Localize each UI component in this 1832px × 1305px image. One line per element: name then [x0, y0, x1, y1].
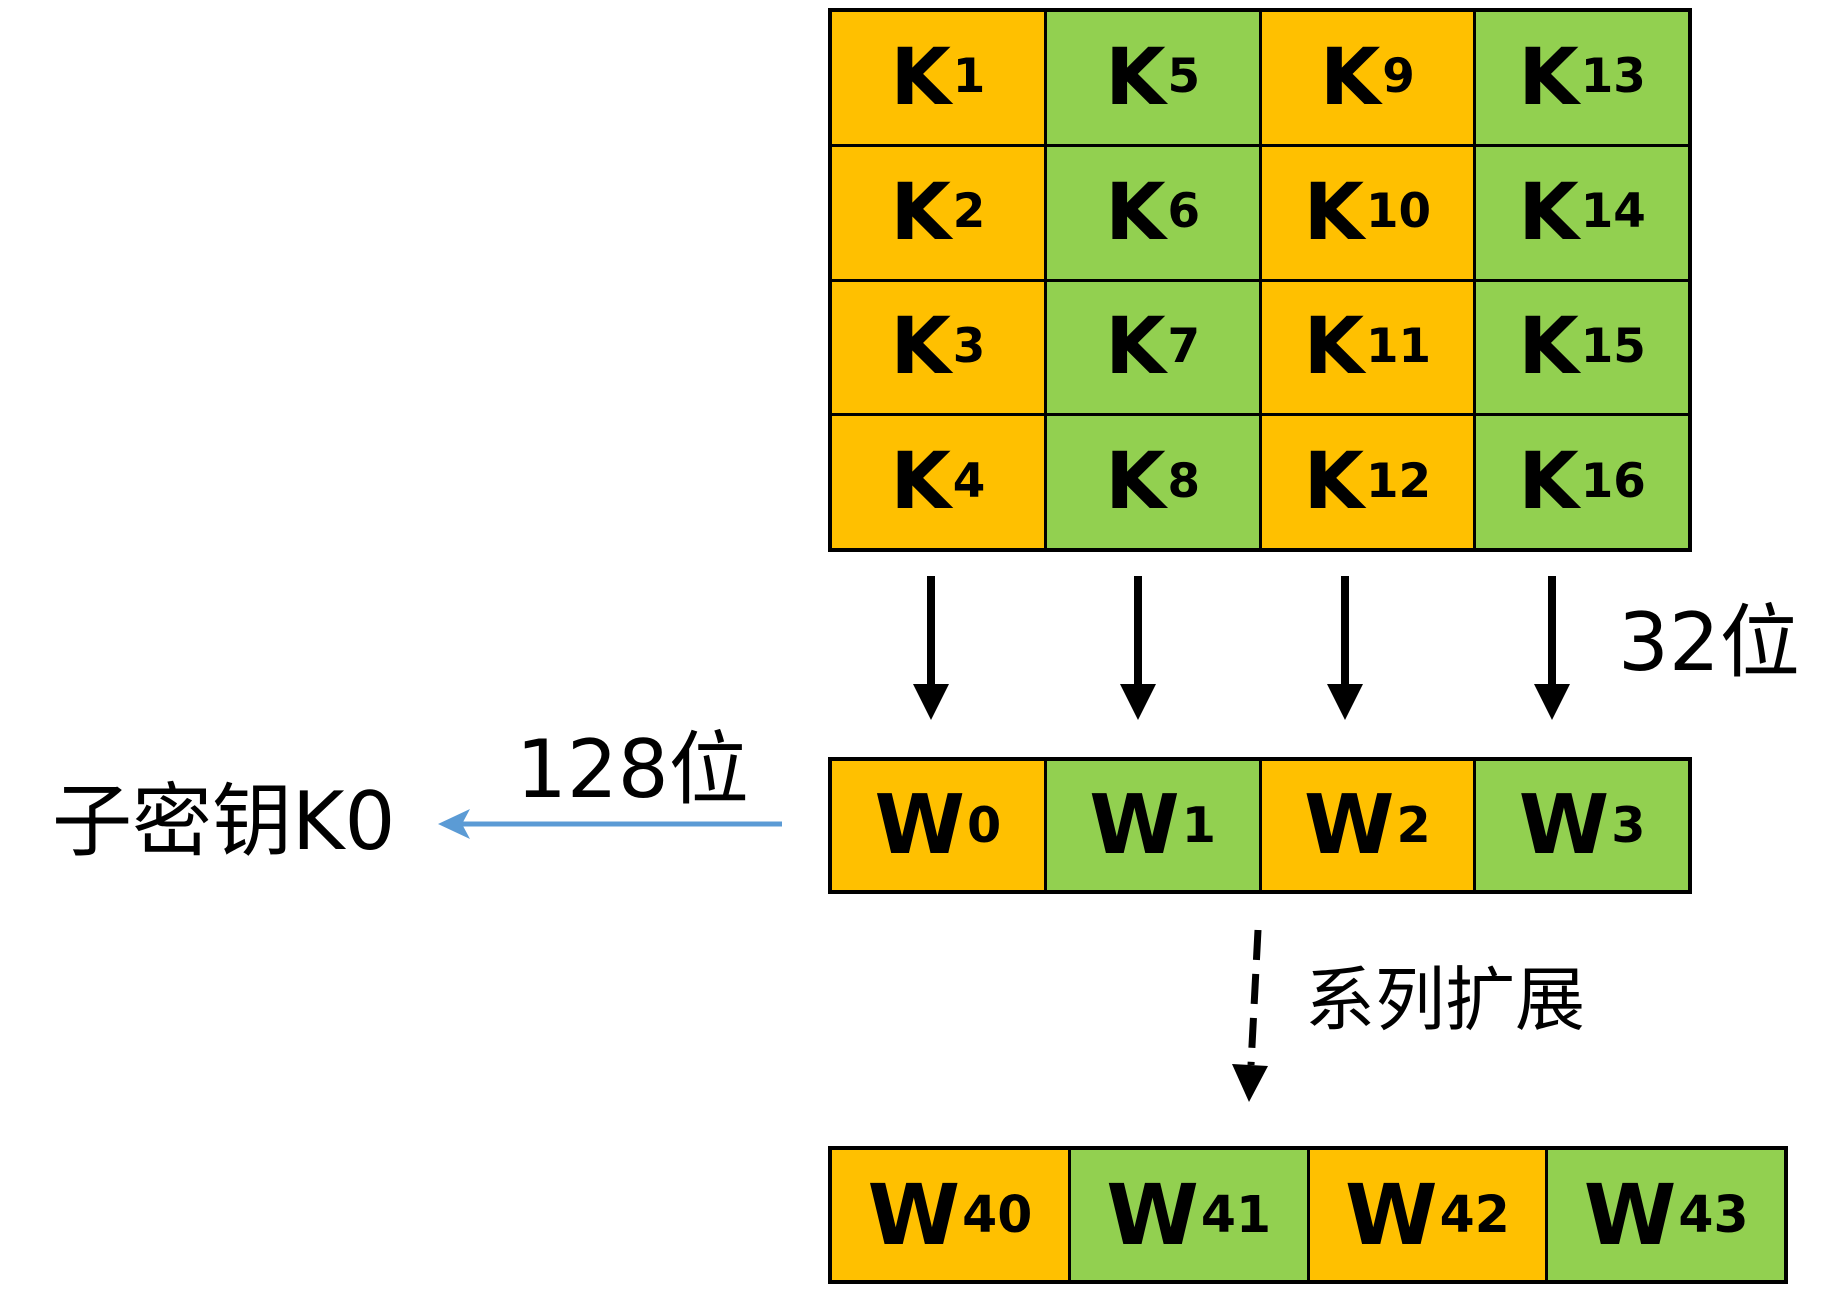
cell-subscript: 42	[1439, 1184, 1510, 1244]
cell-symbol: K	[1105, 302, 1166, 393]
cell-symbol: K	[1105, 437, 1166, 528]
down-arrow-2	[1120, 576, 1156, 720]
cell-symbol: W	[1089, 777, 1180, 873]
cell-symbol: K	[1105, 32, 1166, 123]
cell-symbol: K	[890, 167, 951, 258]
cell-subscript: 11	[1365, 319, 1432, 374]
cell-symbol: W	[867, 1166, 961, 1264]
cell-symbol: W	[1106, 1166, 1199, 1264]
cell-symbol: W	[1583, 1166, 1677, 1264]
down-arrow-1	[913, 576, 949, 720]
cell-subscript: 41	[1200, 1184, 1272, 1244]
expansion-label: 系列扩展	[1305, 959, 1585, 1041]
cell-subscript: 8	[1167, 454, 1201, 509]
subkey-label: 子密钥K0	[52, 775, 396, 868]
cell-symbol: K	[890, 302, 951, 393]
down-arrow-4	[1534, 576, 1570, 720]
down-arrow-3	[1327, 576, 1363, 720]
cell-subscript: 16	[1580, 454, 1646, 509]
cell-subscript: 15	[1580, 319, 1646, 374]
cell-symbol: K	[1105, 167, 1166, 258]
bits-32-label: 32位	[1618, 596, 1800, 689]
cell-subscript: 7	[1167, 319, 1201, 374]
cell-symbol: K	[1518, 167, 1579, 258]
cell-symbol: K	[1518, 32, 1579, 123]
cell-symbol: K	[1303, 437, 1365, 528]
cell-symbol: W	[1304, 777, 1395, 873]
subkey-arrow	[438, 809, 782, 839]
cell-symbol: K	[890, 437, 951, 528]
cell-subscript: 43	[1678, 1184, 1749, 1244]
cell-subscript: 13	[1580, 50, 1646, 105]
cell-subscript: 4	[952, 454, 986, 509]
cell-symbol: K	[1518, 302, 1579, 393]
cell-subscript: 12	[1365, 454, 1432, 509]
cell-subscript: 3	[1611, 795, 1646, 854]
cell-symbol: W	[874, 777, 965, 873]
cell-subscript: 2	[1396, 795, 1431, 854]
cell-symbol: K	[1518, 437, 1579, 528]
cell-symbol: K	[1319, 32, 1381, 123]
cell-symbol: K	[1303, 167, 1365, 258]
cell-subscript: 10	[1365, 185, 1432, 240]
cell-subscript: 5	[1167, 50, 1201, 105]
cell-subscript: 1	[952, 50, 986, 105]
cell-subscript: 9	[1382, 50, 1415, 105]
cell-subscript: 0	[966, 795, 1002, 854]
expansion-dashed-arrow	[1232, 929, 1268, 1102]
cell-symbol: K	[890, 32, 951, 123]
cell-subscript: 40	[962, 1184, 1033, 1244]
cell-subscript: 14	[1580, 185, 1646, 240]
bits-128-label: 128位	[516, 723, 749, 816]
cell-subscript: 3	[952, 319, 986, 374]
cell-subscript: 6	[1167, 185, 1201, 240]
cell-subscript: 1	[1181, 795, 1216, 854]
cell-symbol: K	[1303, 302, 1365, 393]
cell-subscript: 2	[952, 185, 986, 240]
cell-symbol: W	[1518, 777, 1610, 873]
cell-symbol: W	[1344, 1166, 1438, 1264]
